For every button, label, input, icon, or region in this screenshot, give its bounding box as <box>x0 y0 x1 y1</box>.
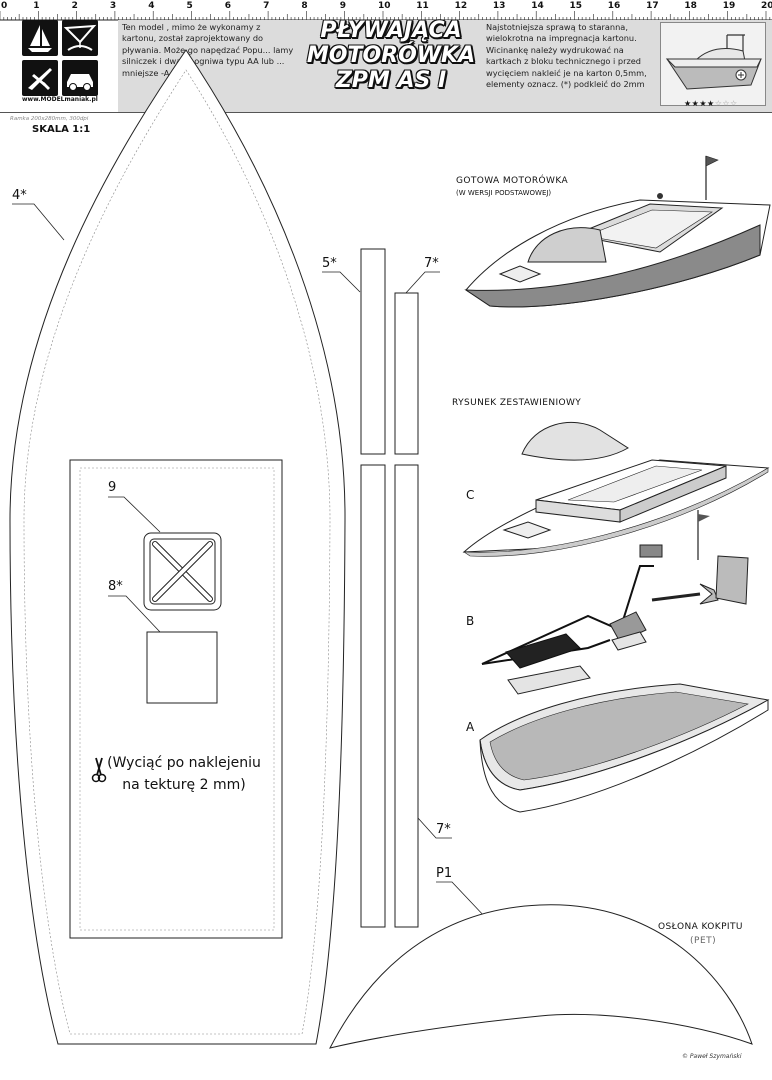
part-label-7-lower: 7* <box>436 822 451 837</box>
ruler-number: 8 <box>301 1 308 11</box>
difficulty-rating: ★★★★☆☆☆ <box>684 99 738 108</box>
instructions-text: Najstotniejsza sprawą to staranna, wielo… <box>486 22 647 90</box>
finished-boat-title: GOTOWA MOTORÓWKA <box>456 176 569 186</box>
leader-lines <box>12 203 487 919</box>
category-icons <box>22 20 98 100</box>
airplane-icon <box>22 60 58 96</box>
strip-5-lower <box>360 464 386 928</box>
frame-info: Ramka 200x280mm, 300dpi <box>10 116 89 122</box>
part-label-5: 5* <box>322 256 337 271</box>
part-label-4: 4* <box>12 188 27 203</box>
part-label-8: 8* <box>108 579 123 594</box>
rating-empty: ☆☆☆ <box>714 99 738 108</box>
ruler-number: 13 <box>492 1 506 11</box>
intro-text: Ten model , mimo że wykonamy z kartonu, … <box>122 22 294 78</box>
scale-label: SKALA 1:1 <box>32 124 91 135</box>
cockpit-cover-material: (PET) <box>690 936 717 946</box>
ruler-number: 11 <box>416 1 429 11</box>
assembly-step-c: C <box>466 488 475 502</box>
title-line: PŁYWAJĄCA <box>320 18 462 43</box>
hang-glider-icon <box>62 20 98 56</box>
ruler-number: 9 <box>339 1 346 11</box>
ruler-number: 4 <box>148 1 155 11</box>
ruler-number: 15 <box>569 1 583 11</box>
ruler-number: 3 <box>109 1 117 11</box>
strip-7-upper <box>394 292 419 455</box>
title-line: ZPM AS I <box>335 68 447 93</box>
title-line: MOTORÓWKA <box>306 43 476 68</box>
cutting-note: (Wyciąć po naklejeniu na tekturę 2 mm) <box>100 752 268 796</box>
strip-5-upper <box>360 248 386 455</box>
boat-thumbnail <box>660 22 766 106</box>
strip-7-lower <box>394 464 419 928</box>
part-label-9: 9 <box>108 480 117 495</box>
part-label-p1: P1 <box>436 866 453 881</box>
ruler-number: 16 <box>607 1 621 11</box>
assembly-step-a: A <box>466 720 475 734</box>
ruler-number: 2 <box>71 1 78 11</box>
ruler-number: 0 <box>1 1 8 11</box>
exploded-view-b <box>481 510 749 695</box>
finished-boat-illustration <box>464 155 771 308</box>
ruler-number: 6 <box>224 1 232 11</box>
part-label-7-upper: 7* <box>424 256 439 271</box>
ruler-number: 12 <box>454 1 468 11</box>
rating-filled: ★★★★ <box>684 99 715 108</box>
scissors-icon <box>91 757 107 783</box>
car-icon <box>62 60 98 96</box>
exploded-view-c <box>462 422 770 557</box>
ruler-number: 18 <box>684 1 697 11</box>
sailboat-icon <box>22 20 58 56</box>
ruler-number: 20 <box>761 1 772 11</box>
assembly-step-b: B <box>466 614 475 628</box>
exploded-view-a <box>479 683 770 813</box>
ruler-number: 1 <box>33 1 40 11</box>
cutting-note-line: (Wyciąć po naklejeniu <box>107 755 261 771</box>
ruler-number: 19 <box>722 1 736 11</box>
finished-boat-subtitle: (W WERSJI PODSTAWOWEJ) <box>456 189 552 197</box>
part-9-hatch <box>143 532 222 611</box>
cockpit-cover-part <box>329 904 753 1049</box>
ruler-number: 10 <box>378 1 391 11</box>
ruler-number: 7 <box>263 1 270 11</box>
site-url: www.MODELmaniak.pl <box>22 96 98 103</box>
page-title: PŁYWAJĄCA MOTORÓWKA ZPM AS I <box>298 18 484 93</box>
cockpit-cover-title: OSŁONA KOKPITU <box>658 922 743 932</box>
assembly-title: RYSUNEK ZESTAWIENIOWY <box>452 398 582 408</box>
part-8-plate <box>146 631 218 704</box>
cutting-note-line: na tekturę 2 mm) <box>122 777 246 793</box>
ruler-number: 17 <box>646 1 659 11</box>
ruler-number: 5 <box>186 1 193 11</box>
strip-parts <box>360 248 419 928</box>
ruler-number: 14 <box>531 1 544 11</box>
author-signature: © Paweł Szymański <box>682 1053 742 1060</box>
